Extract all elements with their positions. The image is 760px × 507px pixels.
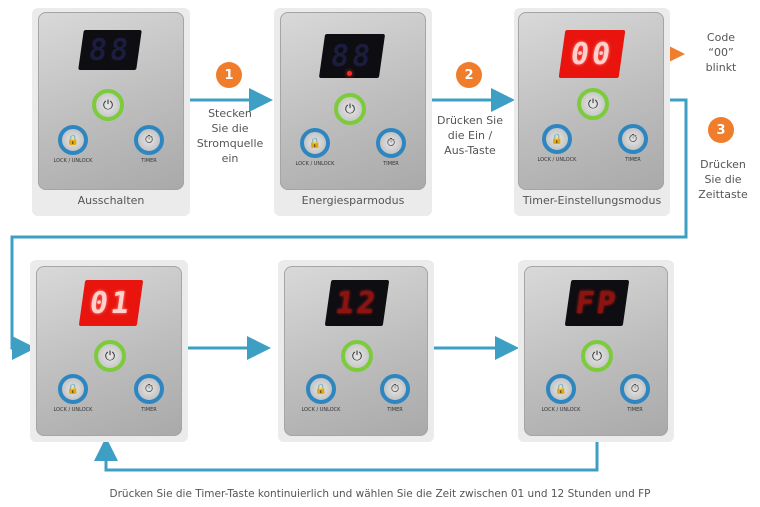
power-icon: ⏻ — [344, 101, 356, 117]
step-2-text: Drücken Sie die Ein / Aus-Taste — [426, 113, 514, 158]
power-icon: ⏻ — [591, 348, 603, 364]
device-panel: FP ⏻ 🔒 ⏱ LOCK / UNLOCK TIMER — [524, 266, 668, 436]
device-card-01: 01 ⏻ 🔒 ⏱ LOCK / UNLOCK TIMER — [30, 260, 188, 442]
timer-label: TIMER — [141, 407, 157, 413]
lock-unlock-label: LOCK / UNLOCK — [53, 407, 93, 413]
device-panel: 88 ⏻ 🔒 ⏱ LOCK / UNLOCK TIMER — [280, 12, 426, 190]
step-2-line: Aus-Taste — [444, 144, 496, 157]
code-note-line: Code — [706, 31, 736, 44]
step-1-text: Stecken Sie die Stromquelle ein — [190, 106, 270, 166]
power-icon: ⏻ — [104, 348, 116, 364]
timer-button[interactable]: ⏱ — [134, 374, 164, 404]
step-2-line: die Ein / — [447, 129, 493, 142]
lock-unlock-button[interactable]: 🔒 — [58, 374, 88, 404]
code-note: Code “00” blinkt — [688, 30, 754, 75]
segment-display: 12 — [324, 280, 390, 326]
device-caption: Ausschalten — [77, 194, 145, 207]
step-1-line: ein — [221, 152, 239, 165]
lock-unlock-label: LOCK / UNLOCK — [53, 158, 93, 164]
code-note-line: “00” — [708, 46, 734, 59]
segment-display: 01 — [78, 280, 144, 326]
power-icon: ⏻ — [351, 348, 363, 364]
timer-label: TIMER — [625, 157, 641, 163]
timer-label: TIMER — [627, 407, 643, 413]
timer-icon: ⏱ — [630, 382, 640, 395]
step-1-line: Stromquelle — [196, 137, 264, 150]
power-button[interactable]: ⏻ — [92, 89, 124, 121]
code-note-line: blinkt — [705, 61, 737, 74]
power-icon: ⏻ — [587, 96, 599, 112]
power-button[interactable]: ⏻ — [581, 340, 613, 372]
device-card-off: 88 ⏻ 🔒 ⏱ LOCK / UNLOCK TIMER Ausschalten — [32, 8, 190, 216]
device-panel: 12 ⏻ 🔒 ⏱ LOCK / UNLOCK TIMER — [284, 266, 428, 436]
lock-icon: 🔒 — [66, 134, 80, 146]
step-2-badge: 2 — [456, 62, 482, 88]
timer-label: TIMER — [383, 161, 399, 167]
step-1-line: Stecken — [208, 107, 252, 120]
timer-label: TIMER — [141, 158, 157, 164]
timer-icon: ⏱ — [144, 133, 154, 146]
lock-unlock-label: LOCK / UNLOCK — [295, 161, 335, 167]
timer-icon: ⏱ — [144, 382, 154, 395]
power-icon: ⏻ — [102, 97, 114, 113]
lock-icon: 🔒 — [314, 383, 328, 395]
lock-icon: 🔒 — [554, 383, 568, 395]
bottom-instruction: Drücken Sie die Timer-Taste kontinuierli… — [109, 488, 651, 500]
power-button[interactable]: ⏻ — [577, 88, 609, 120]
timer-button[interactable]: ⏱ — [134, 125, 164, 155]
device-card-fp: FP ⏻ 🔒 ⏱ LOCK / UNLOCK TIMER — [518, 260, 674, 442]
lock-unlock-label: LOCK / UNLOCK — [537, 157, 577, 163]
step-1-line: Sie die — [211, 122, 249, 135]
segment-display: 00 — [558, 30, 626, 78]
timer-icon: ⏱ — [390, 382, 400, 395]
arrow-loop — [94, 437, 599, 472]
power-button[interactable]: ⏻ — [341, 340, 373, 372]
segment-display: 88 — [318, 34, 386, 78]
lock-unlock-button[interactable]: 🔒 — [546, 374, 576, 404]
lock-icon: 🔒 — [308, 137, 322, 149]
step-2-line: Drücken Sie — [436, 114, 504, 127]
timer-button[interactable]: ⏱ — [376, 128, 406, 158]
lock-unlock-label: LOCK / UNLOCK — [301, 407, 341, 413]
step-3-badge: 3 — [708, 117, 734, 143]
timer-icon: ⏱ — [628, 132, 638, 145]
segment-display: 88 — [78, 30, 142, 70]
eco-indicator-dot — [347, 71, 352, 76]
device-caption: Energiesparmodus — [301, 194, 405, 207]
arrow-3 — [10, 98, 688, 360]
step-3-line: Sie die — [704, 173, 742, 186]
lock-icon: 🔒 — [66, 383, 80, 395]
lock-unlock-label: LOCK / UNLOCK — [541, 407, 581, 413]
lock-unlock-button[interactable]: 🔒 — [306, 374, 336, 404]
step-3-line: Drücken — [700, 158, 746, 171]
timer-button[interactable]: ⏱ — [380, 374, 410, 404]
segment-display: FP — [564, 280, 630, 326]
device-panel: 88 ⏻ 🔒 ⏱ LOCK / UNLOCK TIMER — [38, 12, 184, 190]
step-3-line: Zeittaste — [698, 188, 748, 201]
step-3-text: Drücken Sie die Zeittaste — [690, 157, 756, 202]
step-1-badge: 1 — [216, 62, 242, 88]
lock-unlock-button[interactable]: 🔒 — [542, 124, 572, 154]
power-button[interactable]: ⏻ — [94, 340, 126, 372]
lock-unlock-button[interactable]: 🔒 — [58, 125, 88, 155]
lock-icon: 🔒 — [550, 133, 564, 145]
device-card-eco: 88 ⏻ 🔒 ⏱ LOCK / UNLOCK TIMER Energiespar… — [274, 8, 432, 216]
timer-icon: ⏱ — [386, 136, 396, 149]
device-card-timer-setting: 00 ⏻ 🔒 ⏱ LOCK / UNLOCK TIMER Timer-Einst… — [514, 8, 670, 216]
timer-button[interactable]: ⏱ — [620, 374, 650, 404]
device-panel: 01 ⏻ 🔒 ⏱ LOCK / UNLOCK TIMER — [36, 266, 182, 436]
device-caption: Timer-Einstellungsmodus — [522, 194, 662, 207]
timer-button[interactable]: ⏱ — [618, 124, 648, 154]
timer-label: TIMER — [387, 407, 403, 413]
power-button[interactable]: ⏻ — [334, 93, 366, 125]
device-card-12: 12 ⏻ 🔒 ⏱ LOCK / UNLOCK TIMER — [278, 260, 434, 442]
device-panel: 00 ⏻ 🔒 ⏱ LOCK / UNLOCK TIMER — [518, 12, 664, 190]
lock-unlock-button[interactable]: 🔒 — [300, 128, 330, 158]
